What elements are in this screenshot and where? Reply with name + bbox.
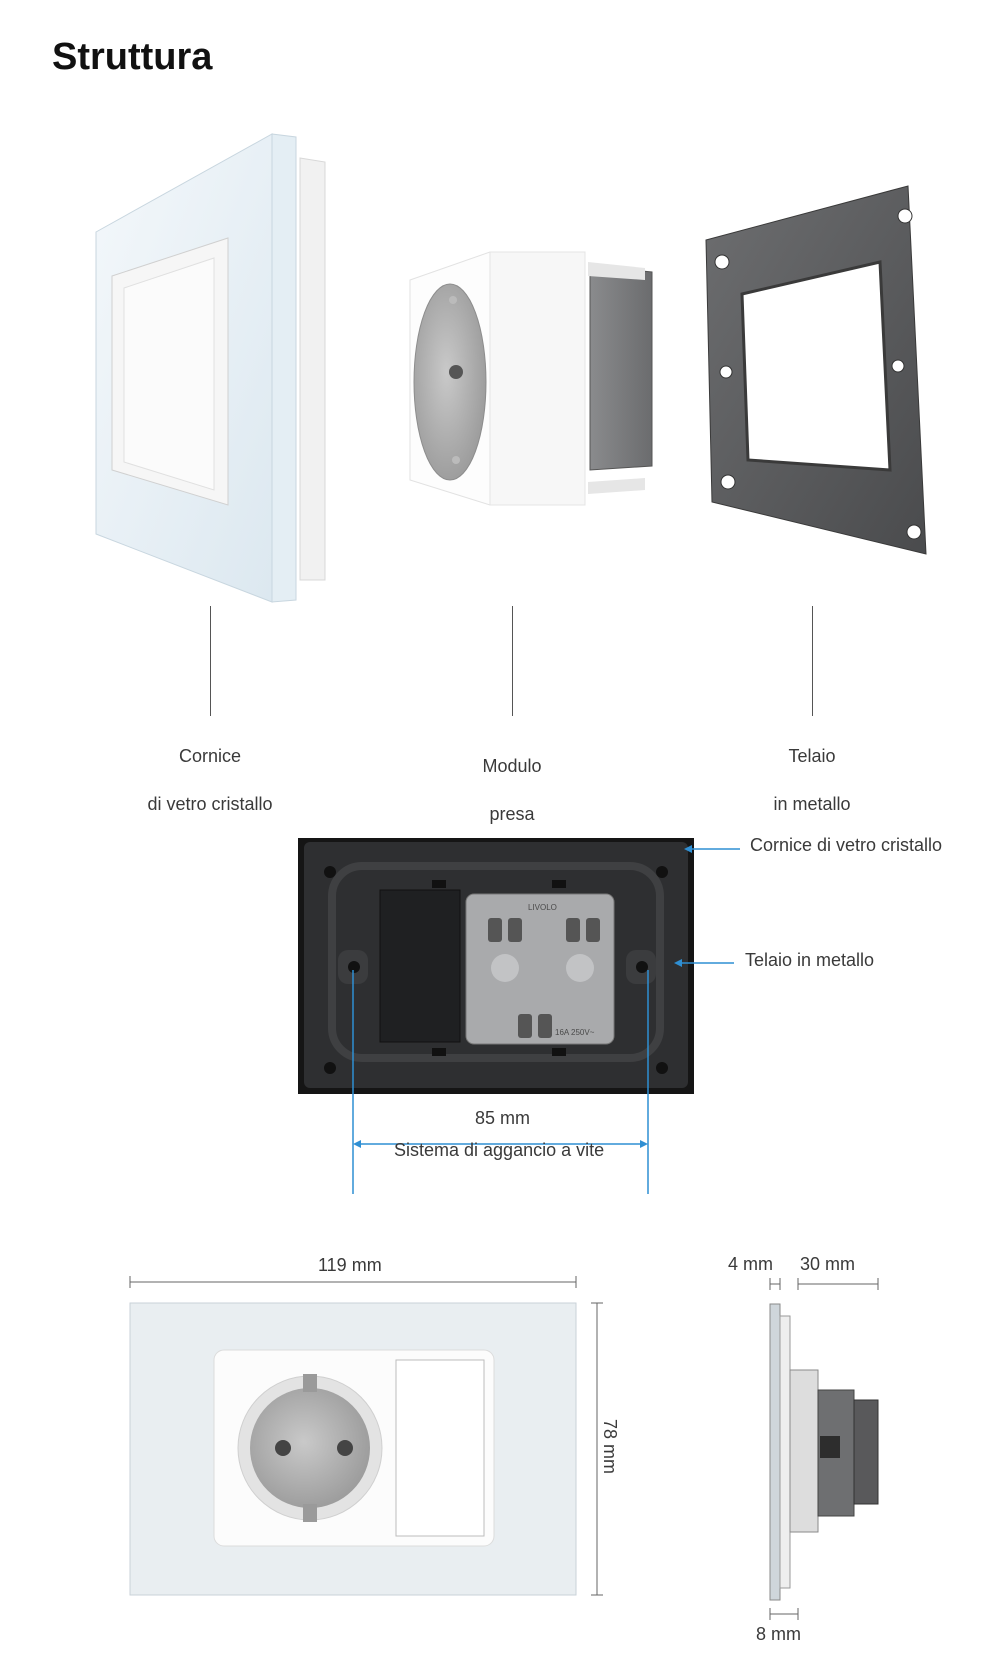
front-height-label: 78 mm bbox=[600, 1418, 621, 1475]
side-bottom-thickness-label: 8 mm bbox=[756, 1624, 801, 1644]
frame-leader-line bbox=[210, 606, 211, 716]
back-view-panel bbox=[298, 838, 694, 1094]
front-width-label: 119 mm bbox=[318, 1255, 382, 1275]
module-rating-label: 16A 250V~ bbox=[555, 1028, 595, 1037]
metal-leader-line bbox=[812, 606, 813, 716]
side-glass-thickness-label: 4 mm bbox=[728, 1254, 773, 1274]
metal-label-line2: in metallo bbox=[773, 794, 851, 814]
module-brand-label: LIVOLO bbox=[528, 903, 557, 912]
glass-frame-image bbox=[95, 133, 326, 603]
frame-label: Cornice di vetro cristallo bbox=[110, 720, 310, 840]
module-leader-line bbox=[512, 606, 513, 716]
page-title: Struttura bbox=[52, 36, 213, 78]
callout-metal-label: Telaio in metallo bbox=[745, 950, 875, 970]
front-view-dimensions bbox=[129, 1276, 603, 1596]
callout-frame-label: Cornice di vetro cristallo bbox=[750, 835, 943, 855]
front-view-panel bbox=[129, 1302, 577, 1596]
metal-label-line1: Telaio bbox=[788, 746, 836, 766]
module-label: Modulo presa bbox=[412, 730, 612, 850]
side-depth-label: 30 mm bbox=[800, 1254, 856, 1274]
module-label-line1: Modulo bbox=[482, 756, 542, 776]
back-dimension-label: 85 mm bbox=[475, 1108, 531, 1128]
metal-frame-image bbox=[705, 185, 927, 555]
module-label-line2: presa bbox=[489, 804, 535, 824]
side-view-dimensions bbox=[769, 1278, 879, 1620]
frame-label-line2: di vetro cristallo bbox=[147, 794, 273, 814]
metal-label: Telaio in metallo bbox=[712, 720, 912, 840]
back-dimension-caption: Sistema di aggancio a vite bbox=[394, 1140, 605, 1160]
side-view-panel bbox=[769, 1303, 879, 1601]
socket-module-image bbox=[409, 251, 653, 506]
frame-label-line1: Cornice bbox=[178, 746, 242, 766]
back-view-callouts bbox=[352, 845, 740, 1194]
